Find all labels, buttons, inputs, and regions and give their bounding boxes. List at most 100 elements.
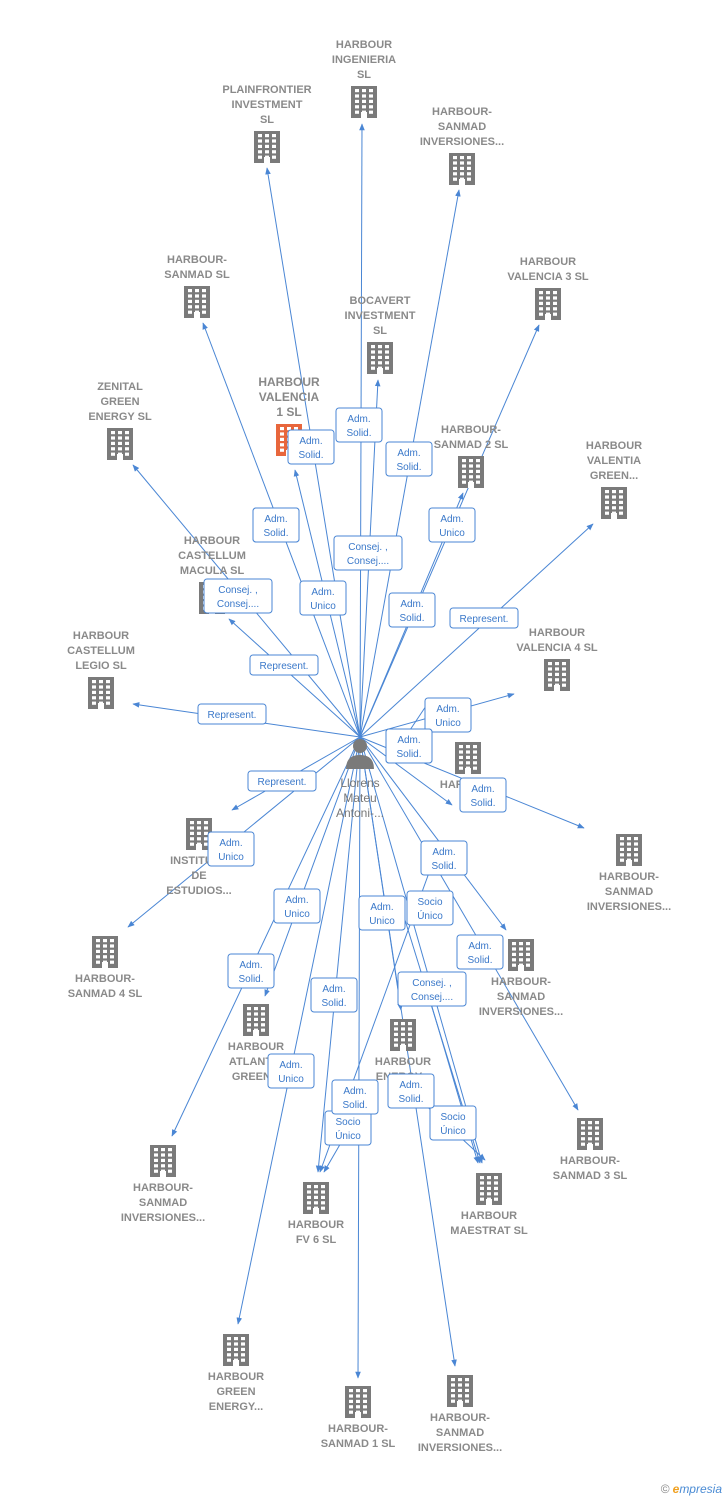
building-icon[interactable] [223, 1334, 249, 1366]
footer-brand[interactable]: ©empresia [661, 1482, 722, 1496]
role-label-n23[interactable]: Adm.Solid. [310, 977, 358, 1013]
building-window [349, 1410, 353, 1414]
building-icon[interactable] [390, 1019, 416, 1051]
building-icon[interactable] [88, 677, 114, 709]
building-window [453, 177, 457, 181]
building-icon[interactable] [616, 834, 642, 866]
building-window [307, 1201, 311, 1205]
building-icon[interactable] [508, 939, 534, 971]
company-node-n22[interactable]: HARBOUR-SANMADINVERSIONES... [121, 1145, 205, 1224]
building-window [588, 1131, 592, 1135]
building-icon[interactable] [243, 1004, 269, 1036]
building-icon[interactable] [601, 487, 627, 519]
building-window [280, 448, 284, 452]
role-label-extra-5[interactable]: Adm.Solid. [331, 1079, 379, 1115]
building-icon[interactable] [303, 1182, 329, 1214]
building-icon[interactable] [345, 1386, 371, 1418]
role-label-n9[interactable]: Adm.Unico [428, 507, 476, 543]
role-label-n11[interactable]: Consej. ,Consej.... [203, 578, 273, 614]
company-node-n17[interactable]: HARBOUR-SANMAD 4 SL [68, 936, 143, 1000]
building-icon[interactable] [577, 1118, 603, 1150]
company-node-n3[interactable]: HARBOUR-SANMADINVERSIONES... [420, 106, 504, 185]
edge-label-text: Adm. [264, 514, 287, 525]
company-node-n27[interactable]: HARBOUR-SANMADINVERSIONES... [418, 1375, 502, 1454]
role-label-n16[interactable]: Represent. [247, 770, 317, 792]
building-window [494, 1197, 498, 1201]
person-node[interactable]: LlorensMateuAntoni-... [336, 739, 384, 820]
company-node-n10[interactable]: HARBOURVALENTIAGREEN... [586, 440, 642, 519]
building-icon[interactable] [351, 86, 377, 118]
role-label-n15[interactable]: Adm.Solid. [459, 777, 507, 813]
role-label-n20[interactable]: Adm.Unico [358, 895, 406, 931]
role-label-n21[interactable]: Adm.Solid. [456, 934, 504, 970]
role-label-extra-6[interactable]: Adm.Solid. [385, 728, 433, 764]
building-icon[interactable] [535, 288, 561, 320]
role-label-n8[interactable]: Adm.Unico [299, 580, 347, 616]
building-icon[interactable] [184, 286, 210, 318]
building-icon[interactable] [150, 1145, 176, 1177]
building-icon[interactable] [107, 428, 133, 460]
role-label-n25[interactable]: Adm.Unico [267, 1053, 315, 1089]
role-label-extra-1[interactable]: Adm.Solid. [335, 407, 383, 443]
building-door [587, 1144, 593, 1150]
role-label-n17[interactable]: Adm.Unico [207, 831, 255, 867]
building-window [469, 459, 473, 463]
role-label-n18[interactable]: Adm.Solid. [420, 840, 468, 876]
building-icon[interactable] [455, 742, 481, 774]
building-window [197, 837, 201, 841]
building-icon[interactable] [544, 659, 570, 691]
building-window [349, 1394, 353, 1398]
edge-label-text: Adm. [440, 514, 463, 525]
company-node-n18[interactable]: HARBOUR-SANMADINVERSIONES... [479, 939, 563, 1018]
role-label-n5[interactable]: Adm.Solid. [388, 592, 436, 628]
role-label-n12[interactable]: Represent. [197, 703, 267, 725]
building-icon[interactable] [458, 456, 484, 488]
building-door [459, 179, 465, 185]
role-label-extra-3[interactable]: Consej. ,Consej.... [397, 971, 467, 1007]
company-node-n21[interactable]: HARBOUR-SANMAD 3 SL [553, 1118, 628, 1182]
role-label-n27[interactable]: Adm.Solid. [387, 1073, 435, 1109]
building-icon[interactable] [447, 1375, 473, 1407]
company-label-line: MACULA SL [180, 565, 245, 577]
building-window [247, 1007, 251, 1011]
role-label-n13[interactable]: Adm.Unico [424, 697, 472, 733]
role-label-extra-0[interactable]: Adm.Solid. [287, 429, 335, 465]
role-label-n22[interactable]: Adm.Solid. [227, 953, 275, 989]
role-label-n6[interactable]: Consej. ,Consej.... [333, 535, 403, 571]
role-label-n4[interactable]: Adm.Solid. [252, 507, 300, 543]
building-icon[interactable] [449, 153, 475, 185]
building-window [394, 1027, 398, 1031]
role-label-n7[interactable]: Represent. [249, 654, 319, 676]
company-node-n4[interactable]: HARBOUR-SANMAD SL [164, 254, 230, 318]
building-icon[interactable] [476, 1173, 502, 1205]
building-window [451, 1378, 455, 1382]
building-icon[interactable] [367, 342, 393, 374]
building-icon[interactable] [92, 936, 118, 968]
company-node-n20[interactable]: HARBOURENERGY... [375, 1019, 431, 1083]
company-node-n15[interactable]: HARBOUR-SANMADINVERSIONES... [587, 834, 671, 913]
role-label-n19[interactable]: Adm.Unico [273, 888, 321, 924]
role-label-n10[interactable]: Represent. [449, 607, 519, 629]
building-icon[interactable] [254, 131, 280, 163]
company-node-n9[interactable]: HARBOUR-SANMAD 2 SL [434, 424, 509, 488]
building-window [562, 662, 566, 666]
building-window [272, 134, 276, 138]
building-window [362, 94, 366, 98]
building-window [378, 345, 382, 349]
company-node-n26[interactable]: HARBOUR-SANMAD 1 SL [321, 1386, 396, 1450]
role-label-n3[interactable]: Adm.Solid. [385, 441, 433, 477]
company-node-n25[interactable]: HARBOURGREENENERGY... [208, 1334, 264, 1413]
